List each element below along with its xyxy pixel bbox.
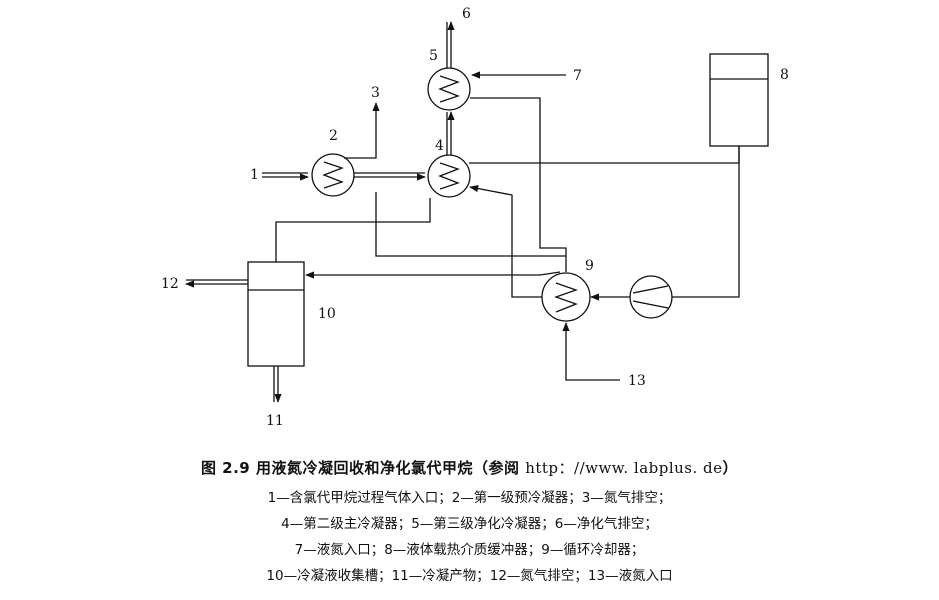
label-6: 6: [462, 6, 471, 22]
label-7: 7: [573, 68, 582, 84]
stream-11-product: [273, 366, 282, 403]
stream-12-vent: [185, 279, 248, 288]
stream-8-to-pump: [672, 146, 740, 298]
stream-9-to-10: [305, 271, 561, 279]
main-condenser-4: [427, 154, 471, 198]
caption-title-suffix: ）: [722, 459, 739, 477]
stream-2-to-4: [354, 172, 426, 181]
buffer-vessel-8: [709, 53, 769, 147]
label-3: 3: [371, 85, 380, 101]
stream-1-inlet: [262, 172, 309, 181]
purification-condenser-5: [427, 67, 471, 111]
stream-9-to-4: [469, 184, 542, 298]
stream-4-to-8: [469, 146, 740, 164]
label-8: 8: [780, 67, 789, 83]
stream-13-inlet: [562, 322, 620, 381]
collection-tank-10: [247, 261, 305, 367]
legend-line-1: 1—含氯代甲烷过程气体入口；2—第一级预冷凝器；3—氮气排空；: [267, 490, 672, 506]
stream-6-vent: [446, 21, 455, 68]
caption-title-prefix: 图 2.9 用液氮冷凝回收和净化氯代甲烷（参阅: [200, 459, 526, 477]
label-9: 9: [585, 258, 594, 274]
figure-caption-title: 图 2.9 用液氮冷凝回收和净化氯代甲烷（参阅 http：//www. labp…: [0, 457, 939, 478]
caption-title-link: http：//www. labplus. de: [525, 459, 723, 477]
label-2: 2: [329, 128, 338, 144]
label-13: 13: [628, 373, 646, 389]
label-4: 4: [435, 138, 444, 154]
legend-line-3: 7—液氮入口；8—液体载热介质缓冲器；9—循环冷却器；: [294, 542, 645, 558]
circulation-cooler-9: [541, 272, 591, 322]
legend-line-2: 4—第二级主冷凝器；5—第三级净化冷凝器；6—净化气排空；: [281, 516, 658, 532]
label-10: 10: [318, 306, 336, 322]
label-5: 5: [429, 48, 438, 64]
pre-condenser-2: [311, 153, 355, 197]
stream-4-to-10: [275, 198, 431, 262]
label-11: 11: [266, 413, 284, 429]
stream-4-to-5: [446, 111, 455, 155]
legend-line-4: 10—冷凝液收集槽；11—冷凝产物；12—氮气排空；13—液氮入口: [266, 568, 673, 584]
label-12: 12: [161, 276, 179, 292]
stream-3-vent: [344, 102, 380, 159]
stream-2-to-9: [375, 192, 566, 257]
circulation-pump: [629, 275, 673, 319]
label-1: 1: [250, 167, 259, 183]
stream-5-to-9: [470, 97, 567, 272]
